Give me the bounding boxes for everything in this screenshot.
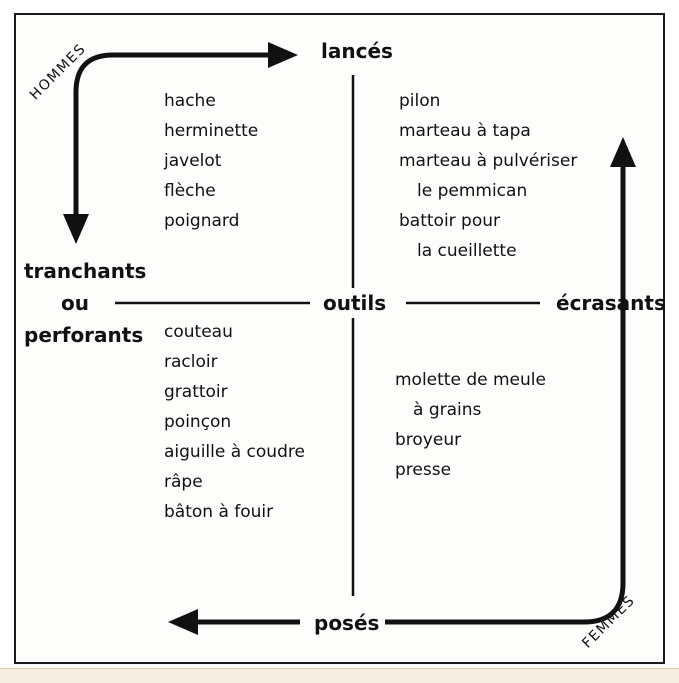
list-item: aiguille à coudre bbox=[164, 442, 305, 462]
list-item: javelot bbox=[164, 151, 222, 171]
page-edge-band bbox=[0, 668, 679, 683]
right-label: écrasants bbox=[556, 291, 666, 315]
list-item: bâton à fouir bbox=[164, 502, 274, 522]
list-bottom-left: couteau racloir grattoir poinçon aiguill… bbox=[164, 317, 305, 527]
list-item: herminette bbox=[164, 121, 259, 141]
left-label-line2: ou bbox=[61, 291, 89, 315]
top-label: lancés bbox=[321, 39, 393, 63]
list-item: marteau à pulvériser bbox=[399, 151, 578, 171]
list-item: râpe bbox=[164, 472, 203, 492]
center-label: outils bbox=[323, 291, 387, 315]
list-item: poinçon bbox=[164, 412, 232, 432]
bottom-label: posés bbox=[314, 611, 380, 635]
list-item: hache bbox=[164, 91, 216, 111]
left-label-line1: tranchants bbox=[24, 259, 147, 283]
list-item: battoir pour bbox=[399, 211, 501, 231]
list-item: pilon bbox=[399, 91, 441, 111]
men-arrow-head-down bbox=[63, 214, 89, 244]
list-item: molette de meule bbox=[395, 370, 546, 390]
women-arrow-head-up bbox=[610, 137, 636, 167]
women-arrow-path bbox=[385, 165, 626, 625]
list-item: grattoir bbox=[164, 382, 228, 402]
women-arrow-head-left bbox=[168, 609, 198, 635]
list-item: flèche bbox=[164, 181, 216, 201]
list-item: la cueillette bbox=[417, 241, 517, 261]
list-item: broyeur bbox=[395, 430, 462, 450]
list-item: le pemmican bbox=[417, 181, 528, 201]
list-item: racloir bbox=[164, 352, 218, 372]
men-arrow-path bbox=[73, 52, 270, 218]
list-top-left: hache herminette javelot flèche poignard bbox=[164, 86, 258, 236]
list-item: presse bbox=[395, 460, 452, 480]
list-top-right: pilon marteau à tapa marteau à pulvérise… bbox=[399, 86, 577, 266]
list-item: poignard bbox=[164, 211, 240, 231]
list-item: couteau bbox=[164, 322, 233, 342]
list-item: à grains bbox=[413, 400, 482, 420]
list-item: marteau à tapa bbox=[399, 121, 531, 141]
diagram-frame bbox=[14, 13, 665, 664]
left-label-line3: perforants bbox=[24, 323, 144, 347]
list-bottom-right: molette de meule à grains broyeur presse bbox=[395, 365, 546, 485]
men-arrow-head-right bbox=[268, 42, 298, 68]
